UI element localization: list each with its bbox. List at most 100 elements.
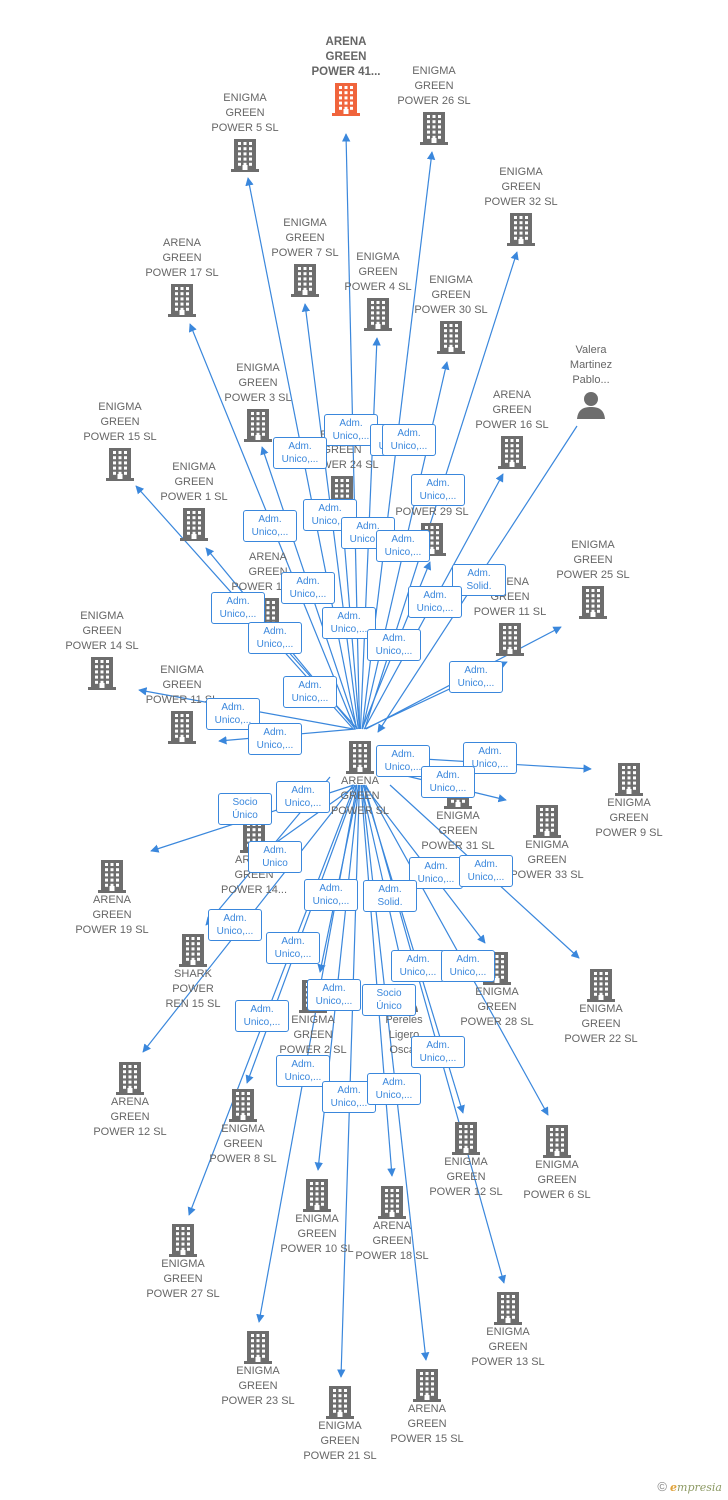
node-label: ENIGMA GREEN POWER 2 SL bbox=[279, 1014, 347, 1056]
node-n21[interactable]: ENIGMA GREEN POWER 9 SL bbox=[574, 760, 684, 841]
building-icon bbox=[168, 711, 196, 744]
relation-badge-n26[interactable]: Adm. Unico,... bbox=[208, 909, 262, 941]
relation-badge-n27[interactable]: Adm. Unico,... bbox=[276, 781, 330, 813]
node-n3[interactable]: ENIGMA GREEN POWER 5 SL bbox=[190, 91, 300, 172]
node-n10[interactable]: ENIGMA GREEN POWER 3 SL bbox=[203, 361, 313, 442]
node-label: ENIGMA GREEN POWER 28 SL bbox=[460, 986, 534, 1028]
node-n32[interactable]: ENIGMA GREEN POWER 8 SL bbox=[188, 1086, 298, 1167]
building-icon bbox=[437, 321, 465, 354]
relation-badge-n31[interactable]: Adm. Unico,... bbox=[235, 1000, 289, 1032]
node-n31[interactable]: ARENA GREEN POWER 12 SL bbox=[75, 1059, 185, 1140]
building-icon bbox=[229, 1089, 257, 1122]
node-label: ENIGMA GREEN POWER 21 SL bbox=[303, 1420, 377, 1462]
node-n4[interactable]: ENIGMA GREEN POWER 32 SL bbox=[466, 165, 576, 246]
building-icon bbox=[168, 284, 196, 317]
node-n1[interactable]: ARENA GREEN POWER 41... bbox=[291, 35, 401, 116]
node-n5[interactable]: ENIGMA GREEN POWER 7 SL bbox=[250, 216, 360, 297]
relation-badge-n37[interactable]: Adm. Unico,... bbox=[459, 855, 513, 887]
node-label: ARENA GREEN POWER SL bbox=[330, 775, 390, 817]
node-n8[interactable]: ENIGMA GREEN POWER 30 SL bbox=[396, 273, 506, 354]
node-n9[interactable]: Valera Martinez Pablo... bbox=[536, 343, 646, 420]
building-icon bbox=[244, 409, 272, 442]
building-icon bbox=[98, 860, 126, 893]
node-n41[interactable]: ENIGMA GREEN POWER 21 SL bbox=[285, 1383, 395, 1464]
building-icon bbox=[378, 1186, 406, 1219]
node-label: ARENA GREEN POWER 41... bbox=[311, 36, 381, 78]
node-label: SHARK POWER REN 15 SL bbox=[165, 968, 221, 1010]
relation-badge-n41[interactable]: Adm. Unico,... bbox=[441, 950, 495, 982]
relation-badge-n38[interactable]: Adm. Unico,... bbox=[411, 1036, 465, 1068]
building-icon bbox=[244, 1331, 272, 1364]
node-n14[interactable]: ENIGMA GREEN POWER 1 SL bbox=[139, 460, 249, 541]
node-n37[interactable]: ENIGMA GREEN POWER 27 SL bbox=[128, 1221, 238, 1302]
relation-badge-n40[interactable]: Adm. Unico,... bbox=[367, 1073, 421, 1105]
node-n40[interactable]: ARENA GREEN POWER 15 SL bbox=[372, 1366, 482, 1447]
relation-badge-n21[interactable]: Adm. Unico,... bbox=[463, 742, 517, 774]
relation-badge-n14[interactable]: Adm. Unico,... bbox=[248, 622, 302, 654]
relation-badge-n8[interactable]: Adm. Unico,... bbox=[376, 530, 430, 562]
node-n19[interactable]: ENIGMA GREEN POWER 14 SL bbox=[47, 609, 157, 690]
building-icon bbox=[420, 112, 448, 145]
relation-badge-n29[interactable]: Adm. Unico,... bbox=[304, 879, 358, 911]
node-n25[interactable]: ARENA GREEN POWER 19 SL bbox=[57, 857, 167, 938]
relation-badge-n18[interactable]: Adm. Unico,... bbox=[449, 661, 503, 693]
node-n6[interactable]: ARENA GREEN POWER 17 SL bbox=[127, 236, 237, 317]
relation-badge-n6[interactable]: Adm. Unico,... bbox=[243, 510, 297, 542]
building-icon bbox=[364, 298, 392, 331]
node-label: ARENA GREEN POWER 12 SL bbox=[93, 1096, 167, 1138]
node-n35[interactable]: ENIGMA GREEN POWER 10 SL bbox=[262, 1176, 372, 1257]
building-icon bbox=[169, 1224, 197, 1257]
copyright-symbol: © bbox=[657, 1479, 667, 1494]
node-n33[interactable]: ENIGMA GREEN POWER 12 SL bbox=[411, 1119, 521, 1200]
node-label: ENIGMA GREEN POWER 31 SL bbox=[421, 810, 495, 852]
node-label: ARENA GREEN POWER 19 SL bbox=[75, 894, 149, 936]
node-n28[interactable]: ENIGMA GREEN POWER 22 SL bbox=[546, 966, 656, 1047]
node-n26[interactable]: SHARK POWER REN 15 SL bbox=[138, 931, 248, 1012]
node-n12[interactable]: ARENA GREEN POWER 16 SL bbox=[457, 388, 567, 469]
relation-badge-n12[interactable]: Adm. Unico,... bbox=[411, 474, 465, 506]
node-label: ARENA GREEN POWER 17 SL bbox=[145, 237, 219, 279]
relation-badge-n3[interactable]: Adm. Unico,... bbox=[273, 437, 327, 469]
node-label: ENIGMA GREEN POWER 33 SL bbox=[510, 839, 584, 881]
relation-badge-n20[interactable]: Adm. Unico,... bbox=[248, 723, 302, 755]
node-n36[interactable]: ARENA GREEN POWER 18 SL bbox=[337, 1183, 447, 1264]
relation-badge-n16[interactable]: Adm. Unico,... bbox=[408, 586, 462, 618]
relation-badge-n30[interactable]: Socio Único bbox=[362, 984, 416, 1016]
relation-badge-n34[interactable]: Adm. Unico,... bbox=[391, 950, 445, 982]
node-n7[interactable]: ENIGMA GREEN POWER 4 SL bbox=[323, 250, 433, 331]
node-n27[interactable]: ENIGMA GREEN POWER 28 SL bbox=[442, 949, 552, 1030]
node-n16[interactable]: ENIGMA GREEN POWER 25 SL bbox=[538, 538, 648, 619]
node-n2[interactable]: ENIGMA GREEN POWER 26 SL bbox=[379, 64, 489, 145]
relation-badge-n36[interactable]: Adm. Solid. bbox=[363, 880, 417, 912]
node-label: ENIGMA GREEN POWER 4 SL bbox=[344, 251, 412, 293]
relation-badge-n25[interactable]: Socio Único bbox=[218, 793, 272, 825]
brand-logo[interactable]: empresia bbox=[670, 1481, 722, 1494]
node-n11[interactable]: ENIGMA GREEN POWER 15 SL bbox=[65, 400, 175, 481]
building-icon bbox=[231, 139, 259, 172]
node-n23[interactable]: ENIGMA GREEN POWER 33 SL bbox=[492, 802, 602, 883]
relation-badge-n24[interactable]: Adm. Unico bbox=[248, 841, 302, 873]
relation-badge-n17[interactable]: Adm. Unico,... bbox=[283, 676, 337, 708]
node-n39[interactable]: ENIGMA GREEN POWER 23 SL bbox=[203, 1328, 313, 1409]
relation-badge-n32[interactable]: Adm. Unico,... bbox=[266, 932, 320, 964]
edge-n36 bbox=[360, 784, 396, 1177]
relation-badge-n15[interactable]: Adm. Unico,... bbox=[367, 629, 421, 661]
relation-badge-n11[interactable]: Adm. Unico,... bbox=[211, 592, 265, 624]
relation-badge-n5[interactable]: Adm. Unico,... bbox=[303, 499, 357, 531]
relation-badge-n23[interactable]: Adm. Unico,... bbox=[421, 766, 475, 798]
node-label: ENIGMA GREEN POWER 5 SL bbox=[211, 92, 279, 134]
relation-badge-n10[interactable]: Adm. Unico,... bbox=[281, 572, 335, 604]
relation-badge-n33[interactable]: Adm. Unico,... bbox=[307, 979, 361, 1011]
node-label: ENIGMA GREEN POWER 15 SL bbox=[83, 401, 157, 443]
relation-badge-n28[interactable]: Adm. Unico,... bbox=[409, 857, 463, 889]
center-company-node[interactable]: ARENA GREEN POWER SL bbox=[305, 738, 415, 819]
node-n34[interactable]: ENIGMA GREEN POWER 6 SL bbox=[502, 1122, 612, 1203]
node-n38[interactable]: ENIGMA GREEN POWER 13 SL bbox=[453, 1289, 563, 1370]
relation-badge-n35[interactable]: Adm. Unico,... bbox=[276, 1055, 330, 1087]
building-icon bbox=[615, 763, 643, 796]
relation-badge-n4[interactable]: Adm. Unico,... bbox=[382, 424, 436, 456]
node-label: ENIGMA GREEN POWER 22 SL bbox=[564, 1003, 638, 1045]
relation-badge-n1[interactable]: Adm. Unico,... bbox=[324, 414, 378, 446]
node-n20[interactable]: ENIGMA GREEN POWER 11 SL bbox=[127, 663, 237, 744]
node-label: ENIGMA GREEN POWER 10 SL bbox=[280, 1213, 354, 1255]
